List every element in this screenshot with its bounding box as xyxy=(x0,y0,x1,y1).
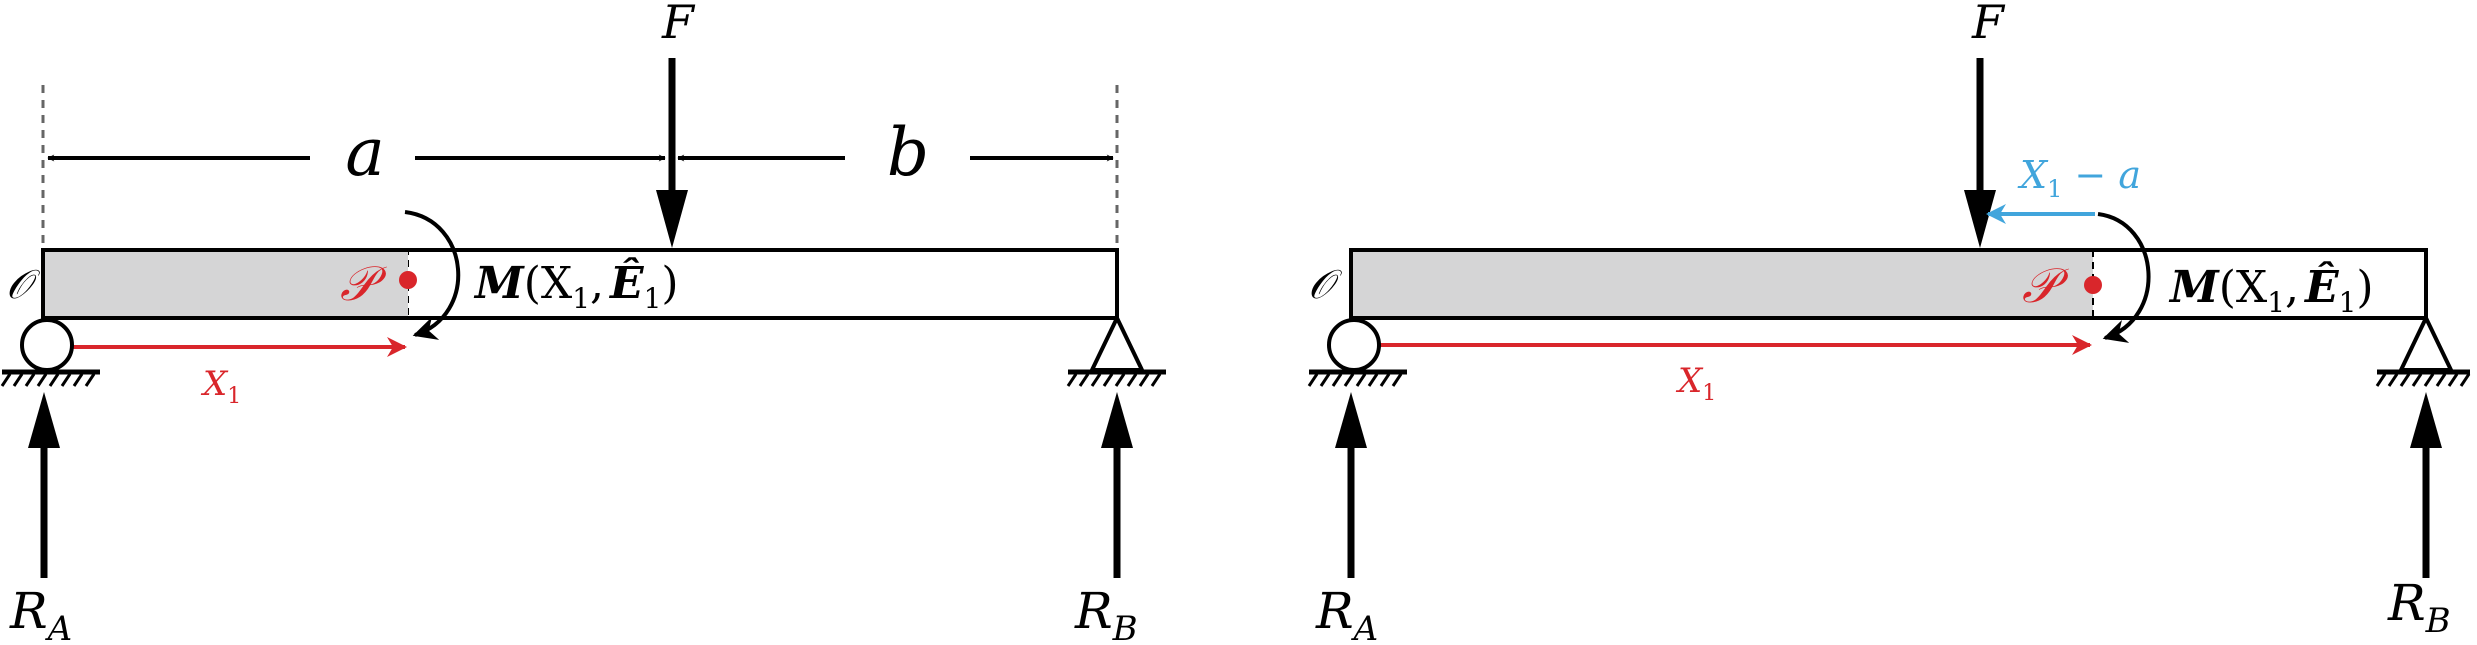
left-moment-label: M(X1,Ê1) xyxy=(473,256,679,315)
right-ra-label: RA xyxy=(1315,582,1378,645)
right-rb-label: RB xyxy=(2387,574,2451,641)
right-origin-label: 𝒪 xyxy=(1308,262,1343,308)
left-pin-support-icon xyxy=(1088,313,1146,372)
left-ground-a-icon xyxy=(0,369,100,387)
left-point-dot xyxy=(399,271,417,289)
left-diagram: a b F 𝒪 𝒫 M(X1,Ê1) X1 xyxy=(0,0,1166,645)
left-moment-curve-icon xyxy=(404,210,461,340)
right-force-label: F xyxy=(1971,0,2006,49)
right-diagram: F X1 − a 𝒪 𝒫 M(X1,Ê1) X1 xyxy=(1307,0,2471,645)
left-ra-arrowhead xyxy=(28,392,60,448)
left-x1-label: X1 xyxy=(200,364,241,409)
left-ra-label: RA xyxy=(9,582,72,645)
left-force-arrowhead xyxy=(656,190,688,248)
left-beam xyxy=(41,248,1119,320)
left-origin-label: 𝒪 xyxy=(6,262,41,308)
left-beam-shaded-portion xyxy=(43,250,408,318)
right-beam-shaded-portion xyxy=(1351,250,2093,318)
left-roller-support-icon xyxy=(20,318,74,372)
right-rb-arrowhead xyxy=(2410,392,2442,448)
right-x1-label: X1 xyxy=(1675,361,1716,406)
right-point-dot xyxy=(2084,276,2102,294)
left-ground-b-icon xyxy=(1066,369,1166,387)
right-roller-support-icon xyxy=(1327,318,1381,372)
right-ra-arrowhead xyxy=(1335,392,1367,448)
right-moment-curve-icon xyxy=(2097,212,2151,343)
right-force-arrowhead xyxy=(1964,190,1996,248)
left-rb-label: RB xyxy=(1074,582,1138,645)
left-rb-arrowhead xyxy=(1101,392,1133,448)
left-force-label: F xyxy=(661,0,696,49)
right-ground-b-icon xyxy=(2375,369,2471,387)
right-pin-support-icon xyxy=(2397,313,2455,372)
right-beam xyxy=(1349,248,2428,320)
dim-b-label: b xyxy=(887,114,929,191)
dim-a-label: a xyxy=(345,114,384,191)
right-offset-label: X1 − a xyxy=(2017,153,2141,203)
right-moment-label: M(X1,Ê1) xyxy=(2168,260,2374,319)
right-ground-a-icon xyxy=(1307,369,1407,387)
